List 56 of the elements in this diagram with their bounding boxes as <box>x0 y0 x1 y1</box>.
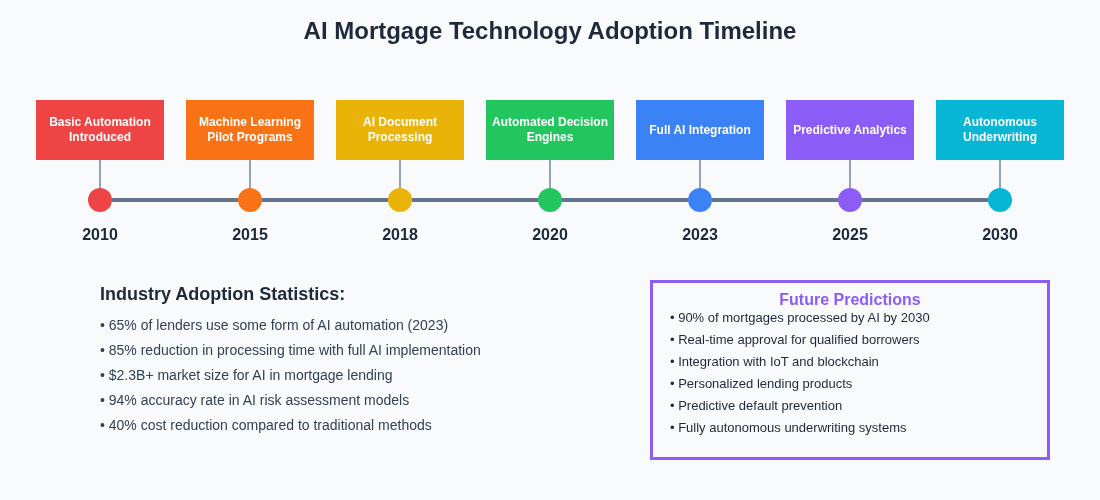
event-label: Autonomous Underwriting <box>962 115 1038 145</box>
event-label: Full AI Integration <box>649 122 751 138</box>
event-box <box>786 100 914 160</box>
timeline-dot <box>88 188 112 212</box>
timeline-dot <box>538 188 562 212</box>
section-heading: Industry Adoption Statistics: <box>100 283 346 305</box>
prediction-item: • Real-time approval for qualified borrowers <box>670 332 920 348</box>
prediction-item: • 90% of mortgages processed by AI by 2030 <box>670 310 930 326</box>
timeline-dot <box>688 188 712 212</box>
prediction-item: • Integration with IoT and blockchain <box>670 354 879 370</box>
timeline-line <box>862 198 988 202</box>
event-box <box>636 100 764 160</box>
timeline-line <box>412 198 538 202</box>
event-label: Predictive Analytics <box>793 122 907 138</box>
event-label: Machine Learning Pilot Programs <box>198 115 302 145</box>
timeline-line <box>262 198 388 202</box>
statistic-item: • 85% reduction in processing time with full AI implementation <box>100 342 481 358</box>
event-box <box>936 100 1064 160</box>
event-label: Basic Automation Introduced <box>48 115 152 145</box>
prediction-item: • Fully autonomous underwriting systems <box>670 420 907 436</box>
event-box <box>36 100 164 160</box>
statistic-item: • $2.3B+ market size for AI in mortgage lending <box>100 367 393 383</box>
timeline-line <box>112 198 238 202</box>
event-label: Automated Decision Engines <box>491 115 609 145</box>
timeline-dot <box>388 188 412 212</box>
year-label: 2020 <box>532 226 568 244</box>
connector-line <box>399 159 401 189</box>
prediction-item: • Personalized lending products <box>670 376 853 392</box>
panel-heading: Future Predictions <box>779 290 921 309</box>
year-label: 2025 <box>832 226 868 244</box>
timeline-dot <box>988 188 1012 212</box>
predictions-panel <box>650 280 1050 460</box>
timeline-line <box>562 198 688 202</box>
statistic-item: • 94% accuracy rate in AI risk assessment models <box>100 392 410 408</box>
year-label: 2015 <box>232 226 268 244</box>
connector-line <box>249 159 251 189</box>
connector-line <box>699 159 701 189</box>
connector-line <box>99 159 101 189</box>
page-title: AI Mortgage Technology Adoption Timeline <box>303 17 797 45</box>
event-box <box>336 100 464 160</box>
timeline-dot <box>838 188 862 212</box>
statistic-item: • 40% cost reduction compared to traditional methods <box>100 417 432 433</box>
event-box <box>186 100 314 160</box>
timeline-dot <box>238 188 262 212</box>
event-box <box>486 100 614 160</box>
connector-line <box>999 159 1001 189</box>
connector-line <box>549 159 551 189</box>
event-label: AI Document Processing <box>362 115 438 145</box>
statistic-item: • 65% of lenders use some form of AI automation (2023) <box>100 317 449 333</box>
timeline-line <box>712 198 838 202</box>
year-label: 2010 <box>82 226 118 244</box>
year-label: 2023 <box>682 226 718 244</box>
year-label: 2030 <box>982 226 1018 244</box>
connector-line <box>849 159 851 189</box>
year-label: 2018 <box>382 226 418 244</box>
prediction-item: • Predictive default prevention <box>670 398 843 414</box>
